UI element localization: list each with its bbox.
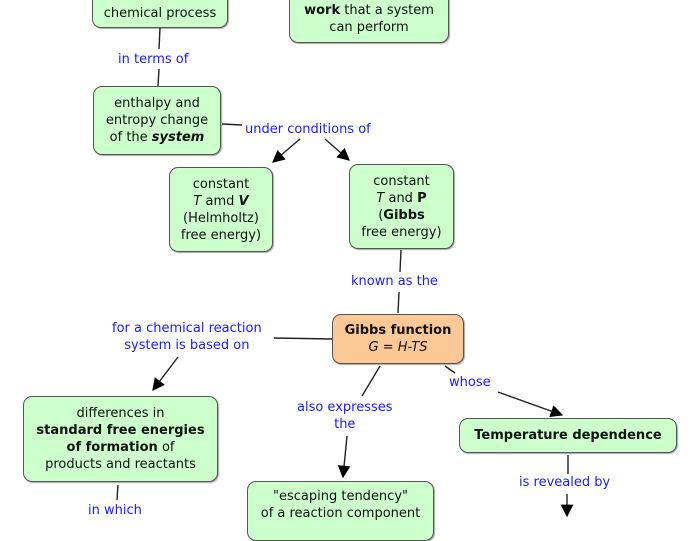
connector-line <box>152 356 179 392</box>
variable-t: T <box>376 190 385 206</box>
concept-differences-standard-free-energies[interactable]: differences in standard free energies of… <box>23 396 218 482</box>
connector-line <box>221 123 243 126</box>
concept-text: chemical process <box>103 6 217 21</box>
link-label-in-which: in which <box>88 502 142 519</box>
concept-chemical-process[interactable]: chemical process <box>92 0 228 28</box>
concept-text-line: "escaping tendency" <box>273 489 408 504</box>
connector-line <box>272 138 301 163</box>
concept-text-line: T and P <box>376 190 426 207</box>
concept-text: ( <box>378 207 384 223</box>
concept-title-text: Gibbs function <box>344 323 452 338</box>
connector-line <box>337 435 351 479</box>
link-label-known-as-the: known as the <box>351 273 438 290</box>
concept-constant-t-p-gibbs[interactable]: constant T and P (Gibbs free energy) <box>349 164 454 249</box>
variable-t: T <box>193 193 202 209</box>
concept-title-text: Temperature dependence <box>474 428 662 443</box>
concept-escaping-tendency[interactable]: "escaping tendency" of a reaction compon… <box>247 481 434 541</box>
link-label-under-conditions-of: under conditions of <box>245 121 371 138</box>
concept-text-line: differences in <box>76 406 165 421</box>
concept-text-line: free energy) <box>361 224 442 240</box>
concept-map: chemical process work that a system can … <box>23 0 677 541</box>
variable-p: P <box>417 190 427 206</box>
concept-text-line: enthalpy and <box>114 96 200 111</box>
concept-text: of <box>157 440 175 455</box>
connector-line <box>444 365 456 374</box>
concept-title: Gibbs function <box>345 322 452 339</box>
connector-line <box>116 484 119 501</box>
variable-v: V <box>238 193 249 209</box>
link-label-also-expresses-the: also expresses the <box>297 399 393 433</box>
connector-line <box>397 291 400 314</box>
concept-temperature-dependence[interactable]: Temperature dependence <box>459 418 677 453</box>
concept-enthalpy-entropy-change[interactable]: enthalpy and entropy change of the syste… <box>93 86 221 155</box>
connector-line <box>497 391 564 418</box>
link-label-line: the <box>334 417 356 432</box>
link-label-is-revealed-by: is revealed by <box>519 474 611 491</box>
link-label-for-a-chemical-reaction: for a chemical reaction system is based … <box>112 320 262 354</box>
concept-constant-t-v-helmholtz[interactable]: constant T amd V (Helmholtz) free energy… <box>169 167 273 252</box>
concept-text: amd <box>201 193 239 209</box>
connector-layer <box>116 27 574 518</box>
concept-text-line: work that a system <box>304 2 434 19</box>
bold-term: standard free energies <box>36 423 205 438</box>
concept-formula: G = H-TS <box>369 339 428 356</box>
concept-text-line: T amd V <box>193 193 248 210</box>
concept-text-line: entropy change <box>105 113 209 128</box>
connector-line <box>273 337 333 340</box>
link-label-in-terms-of: in terms of <box>118 51 189 68</box>
link-label-whose: whose <box>449 374 491 391</box>
concept-text: of the <box>109 130 152 145</box>
concept-text-line: of formation of <box>67 439 175 456</box>
concept-text-line: of a reaction component <box>260 506 421 521</box>
link-label-line: also expresses <box>297 400 393 415</box>
concept-text-line: products and reactants <box>45 457 196 472</box>
link-label-line: system is based on <box>124 338 250 353</box>
concept-text-line: constant <box>192 176 250 192</box>
emphasis-term: system <box>151 130 205 145</box>
connector-line <box>324 138 350 161</box>
connector-line <box>399 249 402 273</box>
concept-text-line: can perform <box>329 20 409 35</box>
bold-term: work <box>304 3 341 18</box>
connector-line <box>361 365 381 397</box>
concept-text-line: constant <box>373 173 430 189</box>
concept-text-line: of the system <box>110 129 205 146</box>
concept-text-line: standard free energies <box>36 422 204 439</box>
concept-text-line: (Helmholtz) <box>183 210 259 226</box>
bold-term: of formation <box>66 440 158 455</box>
concept-text: and <box>384 190 418 206</box>
concept-work[interactable]: work that a system can perform <box>289 0 449 43</box>
bold-term: Gibbs <box>383 207 425 223</box>
concept-text: that a system <box>340 3 434 18</box>
connector-line <box>158 27 161 50</box>
formula-text: G = H-TS <box>368 340 428 355</box>
concept-text-line: free energy) <box>180 227 262 243</box>
link-label-line: for a chemical reaction <box>112 321 262 336</box>
concept-text-line: (Gibbs <box>378 207 425 224</box>
concept-gibbs-function[interactable]: Gibbs function G = H-TS <box>332 314 464 364</box>
connector-line <box>157 68 160 87</box>
